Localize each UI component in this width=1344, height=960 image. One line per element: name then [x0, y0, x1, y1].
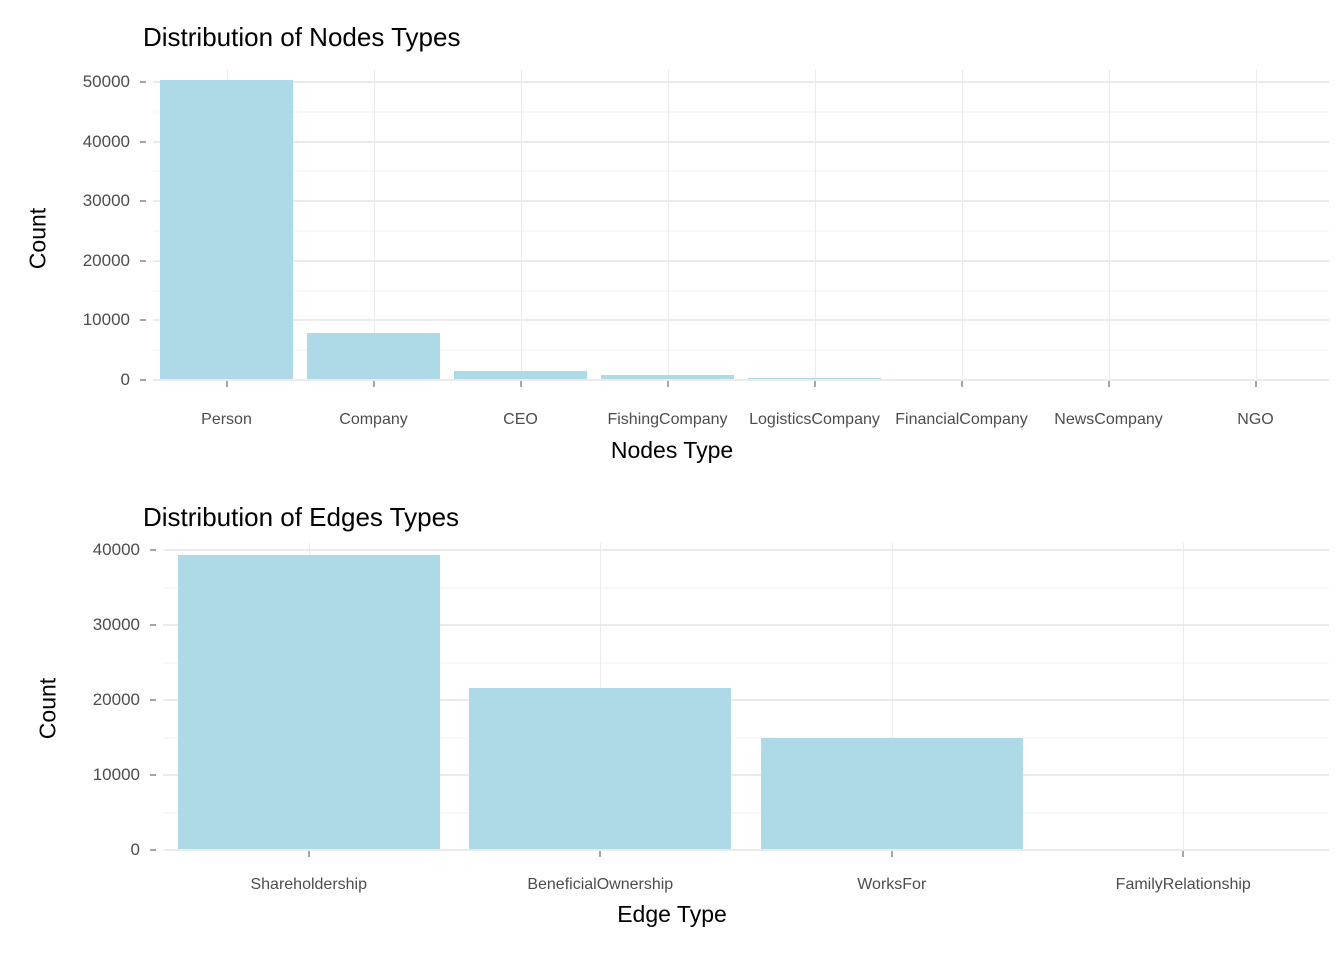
y-tick-label: 20000	[92, 690, 140, 710]
x-tick-label: Shareholdership	[250, 876, 368, 893]
nodes-y-tick-labels: 0 10000 20000 30000 40000 50000	[38, 0, 130, 480]
vertical-gridline	[814, 70, 816, 380]
y-tick-mark	[140, 141, 146, 143]
x-tick-label: Company	[339, 411, 408, 428]
gridline-minor	[163, 737, 1329, 739]
y-tick-mark	[150, 624, 156, 626]
bar-company	[307, 332, 440, 380]
vertical-gridline	[891, 543, 893, 850]
x-tick-mark	[667, 381, 668, 387]
gridline-minor	[153, 349, 1329, 351]
x-tick-mark	[1255, 381, 1256, 387]
gridline-major	[163, 624, 1329, 627]
gridline-minor	[153, 111, 1329, 113]
y-tick-mark	[150, 774, 156, 776]
x-tick-label: BeneficialOwnership	[527, 876, 674, 893]
x-tick-label: CEO	[503, 411, 538, 428]
y-tick-label: 50000	[82, 71, 130, 91]
y-tick-label: 10000	[92, 765, 140, 785]
gridline-minor	[153, 230, 1329, 232]
x-tick-label: WorksFor	[857, 876, 927, 893]
nodes-x-axis-title: Nodes Type	[610, 437, 734, 463]
y-tick-label: 20000	[82, 250, 130, 270]
x-tick-label: FishingCompany	[607, 411, 728, 428]
y-tick-label: 30000	[82, 191, 130, 211]
y-tick-mark	[150, 849, 156, 851]
gridline-minor	[153, 290, 1329, 292]
x-tick-mark	[308, 851, 310, 857]
gridline-minor	[163, 662, 1329, 664]
gridline-minor	[163, 587, 1329, 589]
gridline-minor	[153, 170, 1329, 172]
vertical-gridline	[1255, 70, 1257, 380]
y-tick-label: 40000	[92, 540, 140, 560]
gridline-major	[153, 259, 1329, 262]
y-tick-mark	[140, 379, 146, 381]
nodes-x-axis-line	[153, 379, 1329, 381]
bar-beneficialownership	[469, 688, 732, 850]
bar-logisticscompany	[748, 377, 881, 380]
nodes-chart-title: Distribution of Nodes Types	[143, 22, 461, 52]
y-tick-label: 30000	[92, 615, 140, 635]
y-tick-mark	[140, 319, 146, 321]
vertical-gridline	[1183, 543, 1185, 850]
gridline-major	[163, 699, 1329, 702]
bar-person	[160, 80, 293, 380]
x-tick-mark	[226, 381, 227, 387]
vertical-gridline	[1108, 70, 1110, 380]
x-tick-label: FinancialCompany	[895, 411, 1028, 428]
bar-shareholdership	[177, 554, 440, 850]
gridline-major	[153, 200, 1329, 203]
edges-x-axis-title: Edge Type	[617, 901, 727, 927]
edges-x-axis-line	[163, 849, 1329, 851]
x-tick-mark	[961, 381, 962, 387]
y-tick-label: 0	[130, 840, 140, 859]
vertical-gridline	[667, 70, 669, 380]
edges-plot-area	[163, 543, 1329, 850]
x-tick-label: NGO	[1237, 411, 1274, 428]
gridline-major	[153, 80, 1329, 83]
x-tick-label: NewsCompany	[1054, 411, 1163, 428]
nodes-plot-area	[153, 70, 1329, 380]
vertical-gridline	[373, 70, 375, 380]
x-tick-mark	[1182, 851, 1184, 857]
y-tick-mark	[140, 200, 146, 202]
x-tick-label: LogisticsCompany	[749, 411, 880, 428]
gridline-major	[153, 319, 1329, 322]
vertical-gridline	[961, 70, 963, 380]
y-tick-mark	[140, 260, 146, 262]
vertical-gridline	[520, 70, 522, 380]
y-tick-mark	[150, 549, 156, 551]
y-tick-label: 40000	[82, 131, 130, 151]
x-tick-mark	[520, 381, 521, 387]
x-tick-label: FamilyRelationship	[1115, 876, 1251, 893]
x-tick-mark	[814, 381, 815, 387]
y-tick-label: 10000	[82, 310, 130, 330]
bar-ceo	[454, 371, 587, 380]
nodes-chart-panel: Distribution of Nodes Types Count Nodes …	[25, 0, 1329, 480]
bar-fishingcompany	[601, 375, 734, 380]
x-tick-label: Person	[201, 411, 252, 428]
x-tick-mark	[1108, 381, 1109, 387]
gridline-major	[163, 549, 1329, 552]
gridline-major	[153, 140, 1329, 143]
x-tick-mark	[373, 381, 374, 387]
edges-y-tick-labels: 0 10000 20000 30000 40000	[48, 480, 140, 960]
edges-chart-title: Distribution of Edges Types	[143, 502, 460, 532]
bar-worksfor	[760, 738, 1023, 850]
y-tick-label: 0	[120, 370, 130, 389]
x-tick-mark	[891, 851, 893, 857]
edges-chart-panel: Distribution of Edges Types Count Edge T…	[0, 480, 1344, 960]
gridline-major	[163, 774, 1329, 777]
gridline-minor	[163, 812, 1329, 814]
y-tick-mark	[150, 699, 156, 701]
y-tick-mark	[140, 81, 146, 83]
x-tick-mark	[599, 851, 601, 857]
